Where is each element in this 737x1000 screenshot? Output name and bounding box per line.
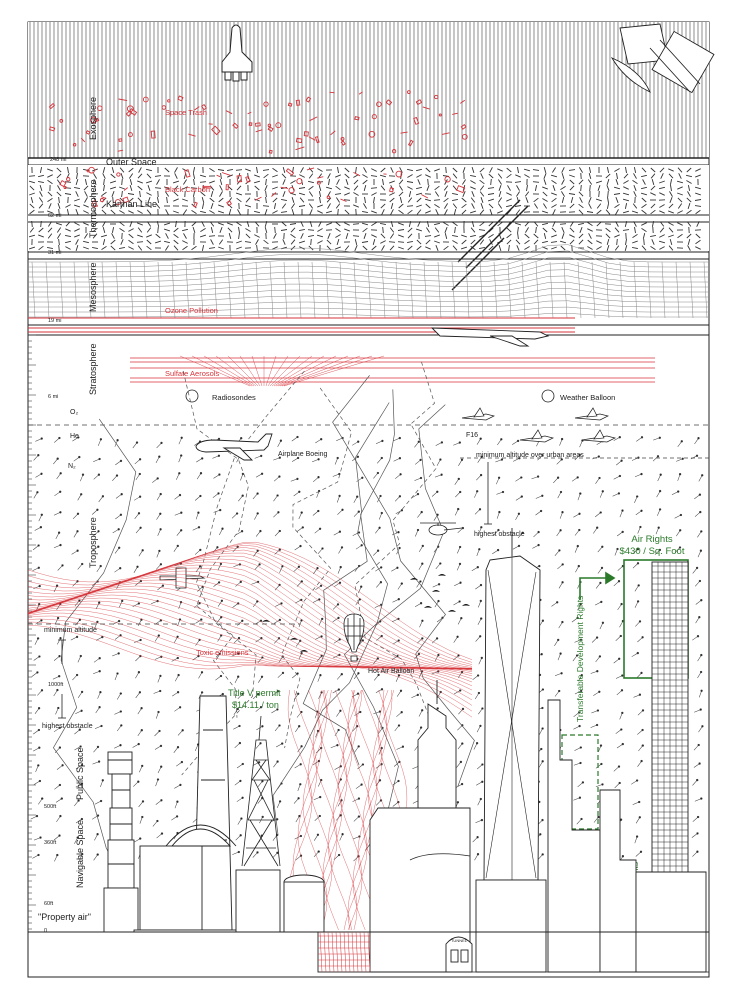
he-label: He xyxy=(70,433,79,440)
karman-line-label: Karman Line xyxy=(106,199,157,209)
altitude-scale xyxy=(28,334,36,930)
radiosonde-icon xyxy=(185,389,199,403)
street-wall xyxy=(409,853,471,861)
flight-paths xyxy=(52,361,475,889)
satellite-icon xyxy=(610,23,715,94)
sulfate-aerosol-lines xyxy=(130,357,655,383)
tick-19mi: 19 mi xyxy=(48,318,61,324)
o2-label: O₂ xyxy=(70,409,78,416)
industrial-complex xyxy=(103,695,371,973)
thermosphere-label: Thermosphere xyxy=(88,179,98,238)
tick-62mi: 62 mi xyxy=(48,213,61,219)
airplane-boeing-label: Airplane Boeing xyxy=(278,451,328,458)
tick-500ft: 500ft xyxy=(44,804,57,810)
hot-air-balloon-icon xyxy=(343,613,365,662)
f16-icon xyxy=(461,407,617,443)
tick-360ft: 360ft xyxy=(44,840,57,846)
mesosphere-label: Mesosphere xyxy=(88,262,98,312)
highest-obstacle-label: highest obstacle xyxy=(42,723,93,730)
aerosol-fan xyxy=(179,355,385,387)
sulfate-aerosols-label: Sulfate Aerosols xyxy=(165,369,219,378)
space-shuttle-icon xyxy=(221,24,253,82)
mesosphere-band xyxy=(28,244,708,319)
tick-6mi: 6 mi xyxy=(48,394,58,400)
tick-31mi: 31 mi xyxy=(48,250,61,256)
toxic-emissions-label: Toxic emissions xyxy=(196,648,249,657)
weather-balloon-icon xyxy=(541,389,555,403)
n2-label: N₂ xyxy=(68,463,76,470)
tick-248mi: 248 mi xyxy=(50,157,67,163)
f16-label: F16 xyxy=(466,432,478,439)
navigable-space-label: Navigable Space xyxy=(75,820,85,888)
permit-price-label: $14.11 / ton xyxy=(232,700,279,710)
exosphere-band xyxy=(28,22,709,158)
troposphere-label: Troposphere xyxy=(88,517,98,568)
property-air-label: "Property air" xyxy=(38,912,91,922)
public-space-label: Public Space xyxy=(75,747,85,800)
helicopter-icon xyxy=(420,522,463,536)
tunnel-tag-label: TUNNEL xyxy=(451,938,468,943)
transferable-rights-label: Transferable Development Rights xyxy=(575,596,585,722)
minimum-altitude-label: minimum altitude xyxy=(44,627,97,634)
hot-air-balloon-label: Hot Air Balloon xyxy=(368,668,414,675)
tick-60ft: 60ft xyxy=(44,901,54,907)
exosphere-label: Exosphere xyxy=(88,97,98,140)
air-rights-label: Air Rights xyxy=(631,534,672,545)
jet-icon xyxy=(430,327,550,347)
ground-emissions-mesh xyxy=(318,931,371,973)
radiosondes-label: Radiosondes xyxy=(212,393,256,402)
supertall-facade-grid xyxy=(652,562,688,872)
tick-1000ft: 1000ft xyxy=(48,682,64,688)
tick-0: 0 xyxy=(44,928,47,934)
outer-space-label: Outer Space xyxy=(106,157,157,167)
transfer-arrow xyxy=(579,571,616,600)
min-altitude-urban-label: minimum altitude over urban areas xyxy=(476,452,584,459)
ozone-pollution-label: Ozone Pollution xyxy=(165,306,218,315)
lattice-transmission-tower xyxy=(241,715,281,867)
title-v-permit-label: Title V permit xyxy=(228,688,281,698)
space-trash-particles xyxy=(48,90,468,154)
thermosphere-band xyxy=(28,165,709,252)
black-carbon-particles xyxy=(59,166,466,208)
weather-balloon-label: Weather Balloon xyxy=(560,393,615,402)
boeing-airplane-icon xyxy=(195,433,273,461)
city-skyline xyxy=(369,528,707,973)
highest-obstacle-top-label: highest obstacle xyxy=(474,531,525,538)
stratosphere-label: Stratosphere xyxy=(88,343,98,395)
space-trash-label: Space Trash xyxy=(165,108,207,117)
black-carbon-label: Black Carbon xyxy=(165,185,210,194)
bird-flock-icon xyxy=(262,574,470,652)
subway-tunnel-icon xyxy=(445,936,473,973)
air-rights-price-label: $430 / Sq. Foot xyxy=(620,546,685,557)
